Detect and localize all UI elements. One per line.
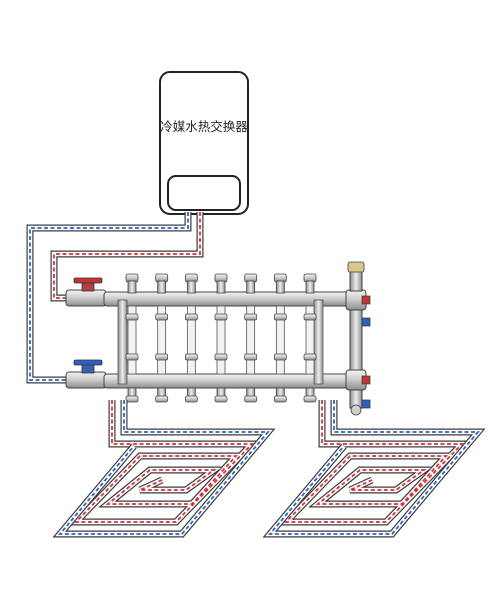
return-header-bar xyxy=(103,373,351,389)
manifold xyxy=(65,261,371,416)
heat-exchanger: 冷媒水热交换器 xyxy=(159,71,249,215)
manifold-port xyxy=(273,273,287,403)
manifold-port xyxy=(214,273,228,403)
return-pipe xyxy=(26,212,192,384)
heat-exchanger-label: 冷媒水热交换器 xyxy=(160,119,248,134)
right-bracket xyxy=(313,299,324,385)
manifold-port xyxy=(155,273,169,403)
manifold-ports xyxy=(125,273,317,403)
supply-header-bar xyxy=(103,291,351,307)
left-bracket xyxy=(117,299,128,385)
manifold-port xyxy=(244,273,258,403)
floor-loop-1 xyxy=(52,400,276,538)
supply-pipe xyxy=(50,212,204,302)
manifold-port xyxy=(303,273,317,403)
manifold-port xyxy=(125,273,139,403)
end-fittings xyxy=(345,261,371,416)
return-ball-valve xyxy=(65,359,107,389)
supply-ball-valve xyxy=(65,277,107,307)
floor-loop-2 xyxy=(262,400,486,538)
manifold-port xyxy=(184,273,198,403)
